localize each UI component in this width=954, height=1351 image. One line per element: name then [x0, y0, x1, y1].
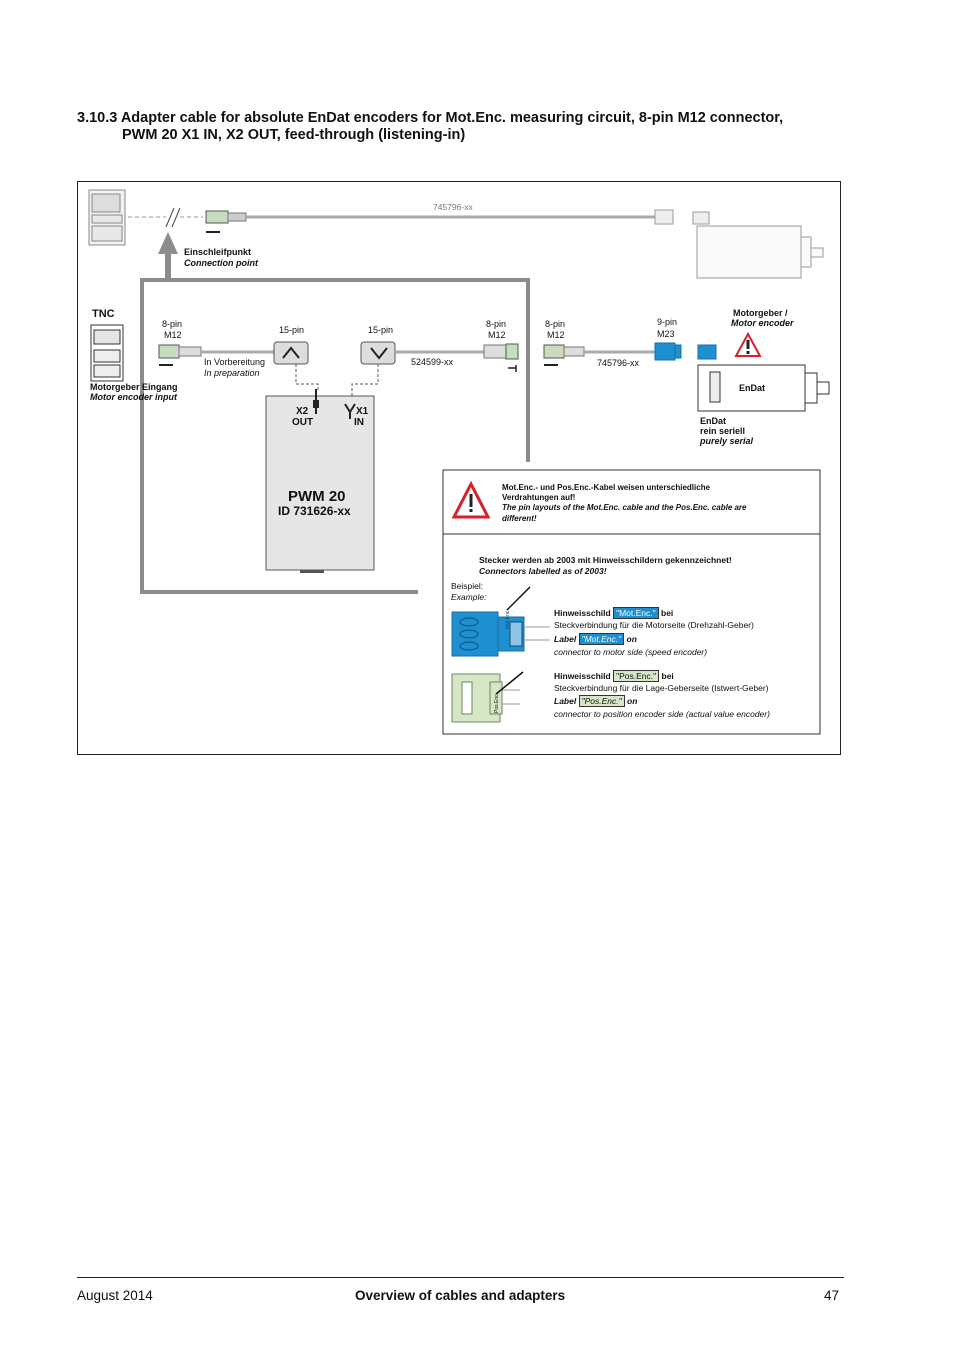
section-heading: 3.10.3 Adapter cable for absolute EnDat …: [77, 110, 857, 144]
section-title-line1: Adapter cable for absolute EnDat encoder…: [120, 110, 784, 126]
pos-tag-badge: "Pos.Enc.": [613, 670, 660, 682]
motor-input-de: Motorgeber Eingang: [90, 382, 178, 392]
pwm-name: PWM 20: [288, 488, 346, 505]
connection-point-de: Einschleifpunkt: [184, 247, 252, 257]
out-label: OUT: [292, 417, 314, 428]
pwm-id: ID 731626-xx: [278, 504, 351, 518]
mot-label-tag-badge: "Mot.Enc.": [578, 633, 625, 645]
motor-input-en: Motor encoder input: [90, 392, 177, 402]
mot-label-word: Label: [554, 634, 577, 644]
m23-connector-icon: [654, 342, 717, 361]
x2-label: X2: [296, 406, 309, 417]
in-label: IN: [354, 417, 364, 428]
mot-enc-connector-icon: [451, 586, 550, 657]
warning-triangle-small-icon: [734, 331, 762, 357]
pos-label-on: on: [627, 696, 638, 706]
right-dsub-connector-icon: [360, 341, 396, 365]
top-motor-icon: [696, 225, 824, 279]
footer-title: Overview of cables and adapters: [355, 1288, 566, 1303]
pin8-left-label: 8-pin: [162, 319, 183, 329]
motor-encoder-en: Motor encoder: [731, 318, 794, 328]
labels-info-en: Connectors labelled as of 2003!: [479, 566, 607, 576]
cable-mid-label: 524599-xx: [411, 357, 454, 367]
diagram-drawing: [88, 189, 830, 735]
pos-label-word: Label: [554, 696, 577, 706]
m12-left-label: M12: [164, 330, 182, 340]
motor-encoder-de: Motorgeber /: [733, 308, 788, 318]
left-dsub-connector-icon: [273, 341, 309, 365]
pin8-right-label: 8-pin: [545, 319, 566, 329]
cable-right-label: 745796-xx: [597, 358, 640, 368]
m23-label: M23: [657, 329, 675, 339]
pos-label-tag-badge: "Pos.Enc.": [578, 695, 625, 707]
mot-connector-text: Mot.Enc.: [505, 609, 511, 629]
pin15-right-label: 15-pin: [368, 325, 394, 335]
pos-line3: Label "Pos.Enc." on: [554, 695, 638, 707]
mot-en-line: connector to motor side (speed encoder): [554, 647, 708, 657]
pos-line1: Hinweisschild "Pos.Enc." bei: [554, 670, 674, 682]
endat-label: EnDat: [739, 383, 766, 393]
warning-de-line2: Verdrahtungen auf!: [502, 493, 576, 502]
m12-right-label: M12: [547, 330, 565, 340]
mot-tag-badge: "Mot.Enc.": [613, 607, 659, 619]
example-en: Example:: [451, 592, 487, 602]
mot-label-on: on: [626, 634, 637, 644]
tnc-label: TNC: [92, 308, 115, 320]
endat-desc1: EnDat: [700, 416, 727, 426]
top-m23-connector-icon: [654, 209, 710, 225]
warning-en-line1: The pin layouts of the Mot.Enc. cable an…: [502, 503, 747, 512]
pos-word: Hinweisschild: [554, 671, 611, 681]
warning-de-line1: Mot.Enc.- und Pos.Enc.-Kabel weisen unte…: [502, 483, 711, 492]
section-title-line2: PWM 20 X1 IN, X2 OUT, feed-through (list…: [122, 127, 466, 143]
pos-bei: bei: [661, 671, 674, 681]
pin9-label: 9-pin: [657, 317, 678, 327]
pin8-mid-label: 8-pin: [486, 319, 507, 329]
left-m12-connector-icon: [158, 344, 202, 366]
example-de: Beispiel:: [451, 581, 484, 591]
footer-rule: [77, 1277, 844, 1278]
cable-top-label: 745796-xx: [433, 202, 473, 212]
pos-enc-connector-icon: [451, 671, 524, 723]
footer-date: August 2014: [77, 1288, 153, 1303]
page-number: 47: [824, 1288, 840, 1303]
mot-bei: bei: [661, 608, 674, 618]
mot-line1: Hinweisschild "Mot.Enc." bei: [554, 607, 674, 619]
mid-m12-connector-icon: [483, 343, 519, 372]
pwm20-device-icon: [265, 389, 375, 573]
in-prep-en: In preparation: [204, 368, 260, 378]
control-unit-top-icon: [88, 189, 126, 246]
pos-en-line: connector to position encoder side (actu…: [554, 709, 770, 719]
mot-word: Hinweisschild: [554, 608, 611, 618]
in-prep-de: In Vorbereitung: [204, 357, 266, 367]
m12-mid-label: M12: [488, 330, 506, 340]
motor-icon: [697, 364, 830, 412]
mot-line3: Label "Mot.Enc." on: [554, 633, 637, 645]
pin15-left-label: 15-pin: [279, 325, 305, 335]
connection-point-en: Connection point: [184, 258, 258, 268]
endat-desc2: rein seriell: [700, 426, 746, 436]
mot-line2: Steckverbindung für die Motorseite (Dreh…: [554, 620, 754, 630]
loop-arrow-head-icon: [158, 232, 178, 254]
pos-connector-text: Pos.Enc.: [494, 692, 500, 713]
diagram-frame: 745796-xx Einschleifpunkt Connection poi…: [77, 181, 841, 755]
break-mark-icon: [165, 207, 175, 228]
right-m12-connector-icon: [543, 344, 585, 366]
warning-triangle-large-icon: [451, 480, 491, 519]
pos-line2: Steckverbindung für die Lage-Geberseite …: [554, 683, 769, 693]
tnc-control-icon: [90, 324, 124, 382]
top-m12-connector-icon: [205, 210, 247, 233]
x1-label: X1: [356, 406, 369, 417]
warning-en-line2: different!: [502, 514, 537, 523]
section-number: 3.10.3: [77, 110, 118, 126]
labels-info-de: Stecker werden ab 2003 mit Hinweisschild…: [479, 555, 732, 565]
endat-desc3: purely serial: [700, 436, 754, 446]
